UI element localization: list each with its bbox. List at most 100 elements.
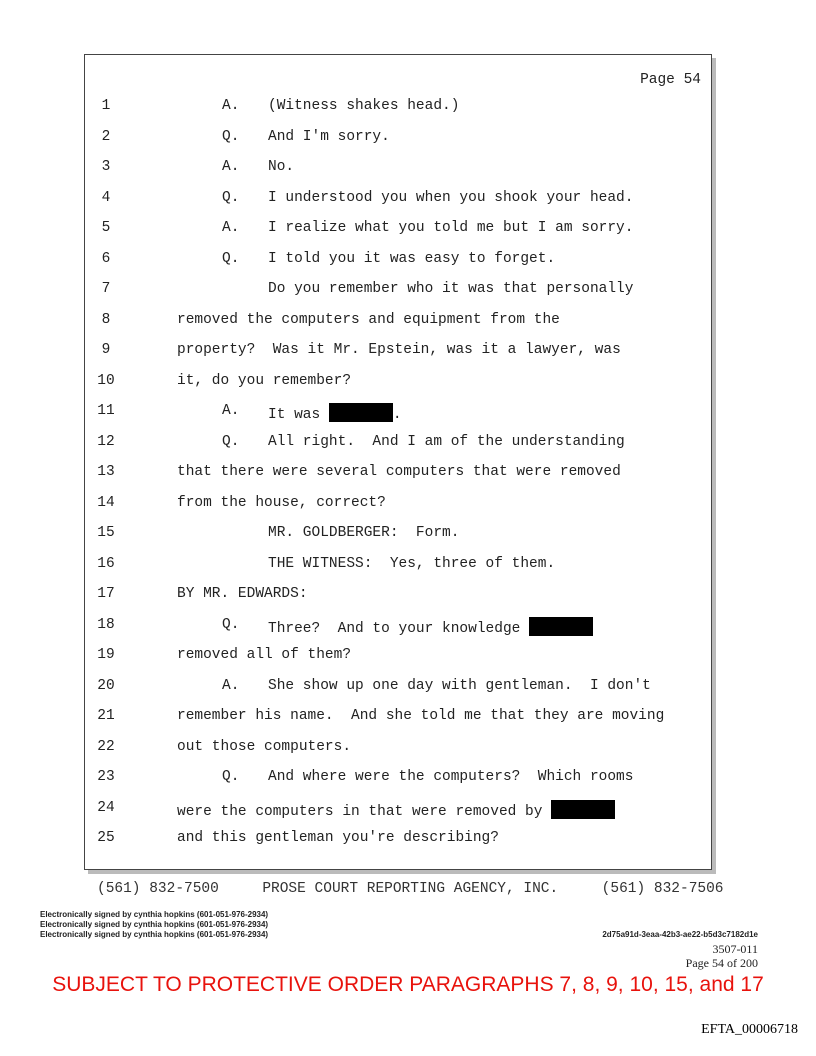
line-text-content: And where were the computers? Which room… [268, 769, 634, 785]
speaker-label: Q. [222, 189, 240, 206]
line-number: 21 [97, 708, 115, 724]
redaction-box [551, 799, 616, 819]
line-text-content: BY MR. EDWARDS: [177, 586, 308, 602]
line-text: (Witness shakes head.) [268, 98, 459, 114]
line-number: 14 [97, 494, 115, 511]
speaker-label: Q. [222, 433, 240, 450]
line-text: removed the computers and equipment from… [177, 312, 560, 328]
line-number: 4 [101, 189, 111, 206]
signature-line: Electronically signed by cynthia hopkins… [40, 920, 269, 929]
speaker-label: Q. [222, 250, 240, 267]
line-number: 24 [97, 799, 115, 816]
line-text-content: removed the computers and equipment from… [177, 311, 560, 328]
transcript-line: 7 Do you remember who it was that persona… [85, 281, 711, 301]
line-text: And where were the computers? Which room… [268, 769, 633, 785]
transcript-line: 9 property? Was it Mr. Epstein, was it a … [85, 342, 711, 362]
speaker-label: A. [222, 403, 240, 419]
line-text-content: Do you remember who it was that personal… [268, 281, 634, 297]
transcript-line: 21 remember his name. And she told me tha… [85, 708, 711, 728]
line-text: from the house, correct? [177, 495, 386, 511]
line-text-content: All right. And I am of the understanding [268, 433, 625, 450]
line-text: that there were several computers that w… [177, 464, 621, 480]
protective-order-notice: SUBJECT TO PROTECTIVE ORDER PARAGRAPHS 7… [52, 973, 764, 996]
line-number: 7 [101, 281, 111, 297]
line-number: 16 [97, 555, 115, 572]
line-text: property? Was it Mr. Epstein, was it a l… [177, 342, 621, 358]
speaker-label: A. [222, 98, 240, 114]
transcript-line: 17 BY MR. EDWARDS: [85, 586, 711, 606]
line-number: 5 [101, 220, 111, 236]
line-text: No. [268, 159, 294, 175]
transcript-line: 12 Q. All right. And I am of the understan… [85, 434, 711, 454]
line-text-content: I told you it was easy to forget. [268, 250, 556, 267]
line-text: She show up one day with gentleman. I do… [268, 678, 651, 694]
line-text: I told you it was easy to forget. [268, 251, 555, 267]
line-number: 25 [97, 830, 115, 846]
page-label: Page 54 [640, 72, 701, 88]
line-number: 20 [97, 677, 115, 694]
line-number: 8 [101, 311, 111, 328]
line-number: 15 [97, 525, 115, 541]
speaker-label: A. [222, 677, 240, 694]
line-number: 1 [101, 98, 111, 114]
transcript-line: 20 A. She show up one day with gentleman. … [85, 678, 711, 698]
speaker-label: A. [222, 159, 240, 175]
line-text-content: Three? And to your knowledge [268, 620, 530, 637]
line-number: 2 [101, 128, 111, 145]
transcript-line: 23 Q. And where were the computers? Which … [85, 769, 711, 789]
line-number: 11 [97, 403, 115, 419]
reporting-agency-footer: (561) 832-7500 PROSE COURT REPORTING AGE… [97, 881, 724, 897]
line-text: MR. GOLDBERGER: Form. [268, 525, 459, 541]
line-text-content: I understood you when you shook your hea… [268, 189, 634, 206]
transcript-line: 14 from the house, correct? [85, 495, 711, 515]
signature-line: Electronically signed by cynthia hopkins… [40, 910, 269, 919]
line-number: 23 [97, 769, 115, 785]
line-text: Do you remember who it was that personal… [268, 281, 633, 297]
transcript-line: 1 A. (Witness shakes head.) [85, 98, 711, 118]
signature-line: Electronically signed by cynthia hopkins… [40, 930, 269, 939]
line-number: 13 [97, 464, 115, 480]
speaker-label: A. [222, 220, 240, 236]
line-text-content: property? Was it Mr. Epstein, was it a l… [177, 342, 621, 358]
transcript-line: 24 were the computers in that were remove… [85, 799, 711, 820]
line-number: 17 [97, 586, 115, 602]
transcript-line: 5 A. I realize what you told me but I am s… [85, 220, 711, 240]
transcript-line: 25 and this gentleman you're describing? [85, 830, 711, 850]
line-text-content: and this gentleman you're describing? [177, 830, 499, 846]
line-text: were the computers in that were removed … [177, 799, 616, 820]
transcript-line: 4 Q. I understood you when you shook your … [85, 190, 711, 210]
line-text: remember his name. And she told me that … [177, 708, 664, 724]
transcript-line: 13 that there were several computers that… [85, 464, 711, 484]
line-number: 12 [97, 433, 115, 450]
page-of-total: Page 54 of 200 [685, 956, 758, 970]
bates-number: EFTA_00006718 [701, 1022, 798, 1037]
line-text-content: I realize what you told me but I am sorr… [268, 220, 634, 236]
line-number: 9 [101, 342, 111, 358]
speaker-label: Q. [222, 769, 240, 785]
line-text-content: from the house, correct? [177, 494, 386, 511]
line-text: out those computers. [177, 739, 351, 755]
line-text-suffix: . [392, 407, 402, 423]
line-number: 10 [97, 372, 115, 389]
speaker-label: Q. [222, 616, 240, 633]
line-text: I realize what you told me but I am sorr… [268, 220, 633, 236]
document-hash: 2d75a91d-3eaa-42b3-ae22-b5d3c7182d1e [602, 930, 758, 939]
line-text-content: THE WITNESS: Yes, three of them. [268, 555, 556, 572]
transcript-line: 15 MR. GOLDBERGER: Form. [85, 525, 711, 545]
line-text-content: removed all of them? [177, 647, 352, 663]
line-text: Three? And to your knowledge [268, 616, 594, 637]
transcript-line: 10 it, do you remember? [85, 373, 711, 393]
line-text-content: it, do you remember? [177, 372, 352, 389]
speaker-label: Q. [222, 128, 240, 145]
line-text: THE WITNESS: Yes, three of them. [268, 556, 555, 572]
transcript-line: 8 removed the computers and equipment fro… [85, 312, 711, 332]
line-text-content: It was [268, 407, 329, 423]
line-text: All right. And I am of the understanding [268, 434, 625, 450]
line-text: it, do you remember? [177, 373, 351, 389]
